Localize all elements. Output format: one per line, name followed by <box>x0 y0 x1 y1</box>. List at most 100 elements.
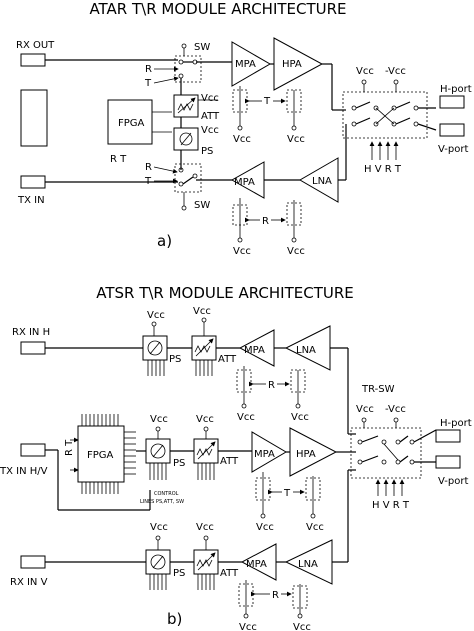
svg-text:PS: PS <box>173 568 185 579</box>
svg-text:R: R <box>145 162 152 173</box>
v-port-b <box>435 455 461 469</box>
svg-text:V-port: V-port <box>438 144 468 155</box>
svg-text:MPA: MPA <box>234 177 255 188</box>
v-port-a <box>439 123 465 137</box>
svg-text:H-port: H-port <box>440 84 472 95</box>
svg-text:CONTROL: CONTROL <box>154 491 179 497</box>
svg-text:Vcc: Vcc <box>150 522 168 533</box>
rx-v-control-pins <box>149 574 215 590</box>
svg-text:FPGA: FPGA <box>87 450 114 461</box>
tx-in-label: TX IN <box>17 195 45 206</box>
svg-text:MPA: MPA <box>244 345 265 356</box>
svg-text:LNA: LNA <box>298 559 318 570</box>
fpga-block-a <box>107 99 153 145</box>
svg-text:Vcc: Vcc <box>239 622 257 631</box>
top-t-label: T <box>144 78 152 89</box>
fpga-block-b <box>77 425 125 483</box>
mpa-amp-tx <box>251 431 287 473</box>
rx-h-control-pins <box>147 360 213 376</box>
hpa-amp-tx <box>289 427 338 477</box>
svg-text:Vcc: Vcc <box>193 306 211 317</box>
rx-out-label: RX OUT <box>16 40 55 51</box>
tx-control-pins <box>149 463 215 480</box>
svg-text:HPA: HPA <box>282 59 302 70</box>
svg-text:PS: PS <box>173 458 185 469</box>
svg-text:Vcc: Vcc <box>256 522 274 533</box>
diagram-a-caption: a) <box>157 232 172 250</box>
svg-text:Vcc: Vcc <box>201 93 219 104</box>
svg-text:R T: R T <box>64 439 75 456</box>
phase-shifter-icon <box>179 132 193 146</box>
svg-text:Vcc: Vcc <box>196 522 214 533</box>
svg-text:MPA: MPA <box>254 449 275 460</box>
svg-text:HPA: HPA <box>296 449 316 460</box>
svg-text:R T: R T <box>110 154 127 165</box>
svg-text:Vcc: Vcc <box>233 134 251 145</box>
svg-text:RX IN V: RX IN V <box>10 577 48 588</box>
top-sw-label: SW <box>194 42 210 53</box>
diagram-b-caption: b) <box>167 610 182 628</box>
rx-in-h-port <box>20 341 46 355</box>
svg-text:MPA: MPA <box>235 59 256 70</box>
top-switch-box <box>174 55 202 83</box>
svg-text:R: R <box>262 216 269 227</box>
mpa-amp-a-top <box>231 41 271 87</box>
top-r-label: R <box>145 64 152 75</box>
rx-out-port <box>20 53 46 67</box>
svg-text:Vcc: Vcc <box>150 414 168 425</box>
svg-text:Vcc: Vcc <box>293 622 311 631</box>
svg-text:Vcc: Vcc <box>237 412 255 423</box>
svg-text:-Vcc: -Vcc <box>385 66 406 77</box>
att-resistor-icon <box>177 103 194 111</box>
svg-text:Vcc: Vcc <box>201 125 219 136</box>
svg-text:TX IN H/V: TX IN H/V <box>0 466 48 477</box>
svg-text:Vcc: Vcc <box>291 412 309 423</box>
svg-text:ATT: ATT <box>201 111 220 122</box>
bottom-switch-blade <box>182 176 194 185</box>
svg-text:T: T <box>283 488 291 499</box>
bottom-switch-box <box>174 163 202 193</box>
svg-text:Vcc: Vcc <box>306 522 324 533</box>
svg-text:RX IN H: RX IN H <box>12 327 50 338</box>
svg-text:ATT: ATT <box>218 354 237 365</box>
fpga-pins <box>81 414 136 494</box>
h-port-a <box>439 95 465 109</box>
svg-text:Vcc: Vcc <box>287 134 305 145</box>
svg-text:Vcc: Vcc <box>287 246 305 257</box>
diagram-a: ATAR T\R MODULE ARCHITECTURE RX OUT TX I… <box>16 0 472 257</box>
diagram-a-title: ATAR T\R MODULE ARCHITECTURE <box>89 0 346 18</box>
svg-text:R: R <box>272 590 279 601</box>
svg-text:T: T <box>144 176 152 187</box>
svg-text:R: R <box>268 380 275 391</box>
svg-text:TR-SW: TR-SW <box>361 384 395 395</box>
svg-text:PS: PS <box>169 354 181 365</box>
svg-text:H V R T: H V R T <box>372 500 410 511</box>
tx-in-port <box>20 175 46 189</box>
hpa-amp-a <box>273 37 324 91</box>
svg-text:LNA: LNA <box>296 345 316 356</box>
svg-text:V-port: V-port <box>438 476 468 487</box>
svg-text:LNA: LNA <box>312 176 332 187</box>
diagram-b: ATSR T\R MODULE ARCHITECTURE RX IN H Vcc… <box>0 284 472 631</box>
svg-text:H-port: H-port <box>440 418 472 429</box>
svg-text:H V R T: H V R T <box>364 164 402 175</box>
svg-text:-Vcc: -Vcc <box>385 404 406 415</box>
svg-text:MPA: MPA <box>246 559 267 570</box>
tx-in-hv-port <box>20 443 46 457</box>
rx-in-v-port <box>20 555 46 569</box>
mpa-amp-a-bottom <box>230 161 265 199</box>
tr-switch-network-a <box>342 91 428 139</box>
diagram-b-title: ATSR T\R MODULE ARCHITECTURE <box>96 284 354 302</box>
h-port-b <box>435 429 461 443</box>
empty-block <box>20 89 48 147</box>
svg-text:ATT: ATT <box>220 456 239 467</box>
svg-text:Vcc: Vcc <box>147 310 165 321</box>
svg-text:ATT: ATT <box>220 568 239 579</box>
svg-text:Vcc: Vcc <box>356 404 374 415</box>
svg-text:T: T <box>263 96 271 107</box>
top-sw-pin <box>181 43 187 49</box>
svg-text:Vcc: Vcc <box>233 246 251 257</box>
svg-text:Vcc: Vcc <box>356 66 374 77</box>
svg-text:Vcc: Vcc <box>196 414 214 425</box>
